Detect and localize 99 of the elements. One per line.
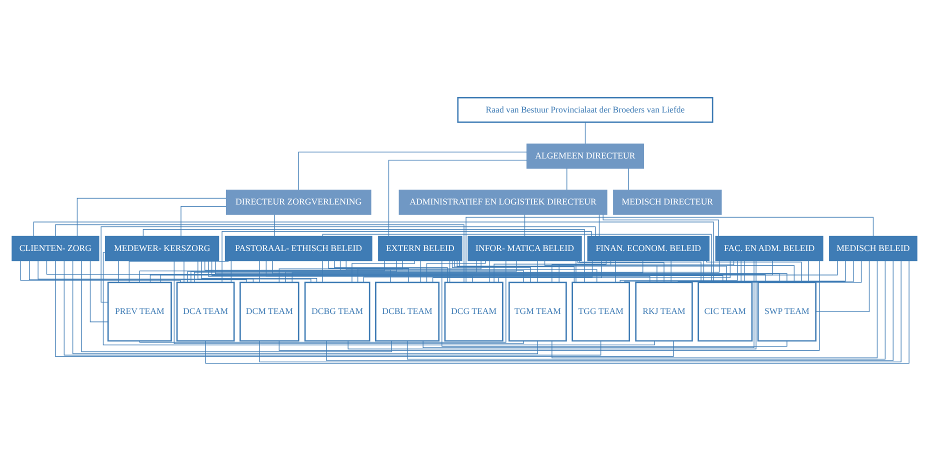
connector xyxy=(452,260,531,282)
node-box: DCBG TEAM xyxy=(304,281,370,342)
node-box: DCBL TEAM xyxy=(375,281,440,342)
connector xyxy=(670,260,672,282)
node-box: DCM TEAM xyxy=(240,281,300,342)
connector xyxy=(102,252,655,345)
node-box: FINAN. ECONOM. BELEID xyxy=(587,235,710,261)
connector xyxy=(544,260,794,282)
connector xyxy=(230,260,232,282)
connector xyxy=(259,260,260,282)
connector xyxy=(744,260,746,282)
node-box: PASTORAAL- ETHISCH BELEID xyxy=(224,235,372,261)
node-box: FAC. EN ADM. BELEID xyxy=(715,235,824,261)
node-box: DIRECTEUR ZORGVERLENING xyxy=(226,189,372,214)
node-box: DCG TEAM xyxy=(444,281,504,342)
connector xyxy=(579,260,702,282)
connector xyxy=(328,260,409,282)
connector xyxy=(76,197,226,236)
connector xyxy=(274,214,275,236)
connector xyxy=(180,206,226,236)
connector xyxy=(422,260,754,348)
connector xyxy=(615,260,616,282)
connector xyxy=(816,260,870,312)
connector xyxy=(466,216,874,282)
connector xyxy=(100,226,596,302)
connector xyxy=(128,260,229,282)
connector xyxy=(432,260,602,282)
connector xyxy=(577,260,664,282)
connector xyxy=(38,260,312,282)
connector xyxy=(537,260,538,282)
node-box: DCA TEAM xyxy=(176,281,235,342)
connector xyxy=(334,260,448,282)
connector xyxy=(33,221,714,282)
connector xyxy=(352,260,416,282)
connector xyxy=(322,260,323,282)
node-box: SWP TEAM xyxy=(757,281,816,342)
connector xyxy=(498,260,730,282)
node-box: ADMINISTRATIEF EN LOGISTIEK DIRECTEUR xyxy=(398,189,608,214)
connector xyxy=(208,260,473,282)
connector xyxy=(598,214,600,236)
connector xyxy=(20,260,181,282)
connector xyxy=(678,260,742,282)
node-box: TGG TEAM xyxy=(572,281,630,342)
connector xyxy=(494,260,606,282)
connector xyxy=(285,260,478,282)
connector xyxy=(566,168,568,190)
connector xyxy=(278,260,820,350)
connector xyxy=(222,230,592,282)
connector xyxy=(29,260,248,282)
node-box: ALGEMEEN DIRECTEUR xyxy=(526,143,644,168)
connector xyxy=(706,260,802,282)
connector xyxy=(459,260,727,282)
node-box: CLIENTEN- ZORG xyxy=(12,235,100,261)
connector xyxy=(142,228,585,282)
connector xyxy=(454,260,574,282)
connector xyxy=(456,260,658,282)
connector xyxy=(808,260,809,282)
connector xyxy=(190,260,517,282)
connector xyxy=(449,260,450,282)
node-box: MEDISCH BELEID xyxy=(829,235,918,261)
connector xyxy=(298,151,528,190)
connector xyxy=(198,260,254,282)
node-box: PREV TEAM xyxy=(107,281,172,342)
connector xyxy=(340,260,524,282)
connector xyxy=(55,224,464,282)
connector xyxy=(139,260,385,282)
connector xyxy=(620,260,738,282)
node-box: Raad van Bestuur Provincialaat der Broeders van Liefde xyxy=(457,96,714,122)
node-box: MEDEWER- KERSZORG xyxy=(105,235,220,261)
node-box: CIC TEAM xyxy=(698,281,753,342)
connector xyxy=(388,159,528,236)
connector xyxy=(628,168,629,190)
connector xyxy=(489,260,490,282)
connector xyxy=(703,260,704,282)
connector xyxy=(46,260,766,282)
connector xyxy=(201,260,318,282)
connector xyxy=(426,260,486,282)
connector xyxy=(358,260,482,282)
connector xyxy=(420,260,422,282)
node-box: INFOR- MATICA BELEID xyxy=(468,235,582,261)
connector xyxy=(602,214,719,236)
connector xyxy=(81,260,392,352)
connector xyxy=(524,214,526,236)
connector xyxy=(278,260,403,282)
connector xyxy=(348,260,756,349)
connector xyxy=(624,260,846,282)
node-box: MEDISCH DIRECTEUR xyxy=(613,189,722,214)
connector xyxy=(406,260,886,360)
connector xyxy=(552,260,612,282)
connector xyxy=(558,260,734,282)
connector xyxy=(752,260,862,282)
connector xyxy=(90,260,108,322)
connector xyxy=(442,260,788,346)
node-box: EXTERN BELEID xyxy=(378,235,462,261)
connector xyxy=(552,260,878,358)
node-box: TGM TEAM xyxy=(508,281,567,342)
node-box: RKJ TEAM xyxy=(635,281,693,342)
connector xyxy=(118,260,119,282)
connector xyxy=(584,121,586,144)
